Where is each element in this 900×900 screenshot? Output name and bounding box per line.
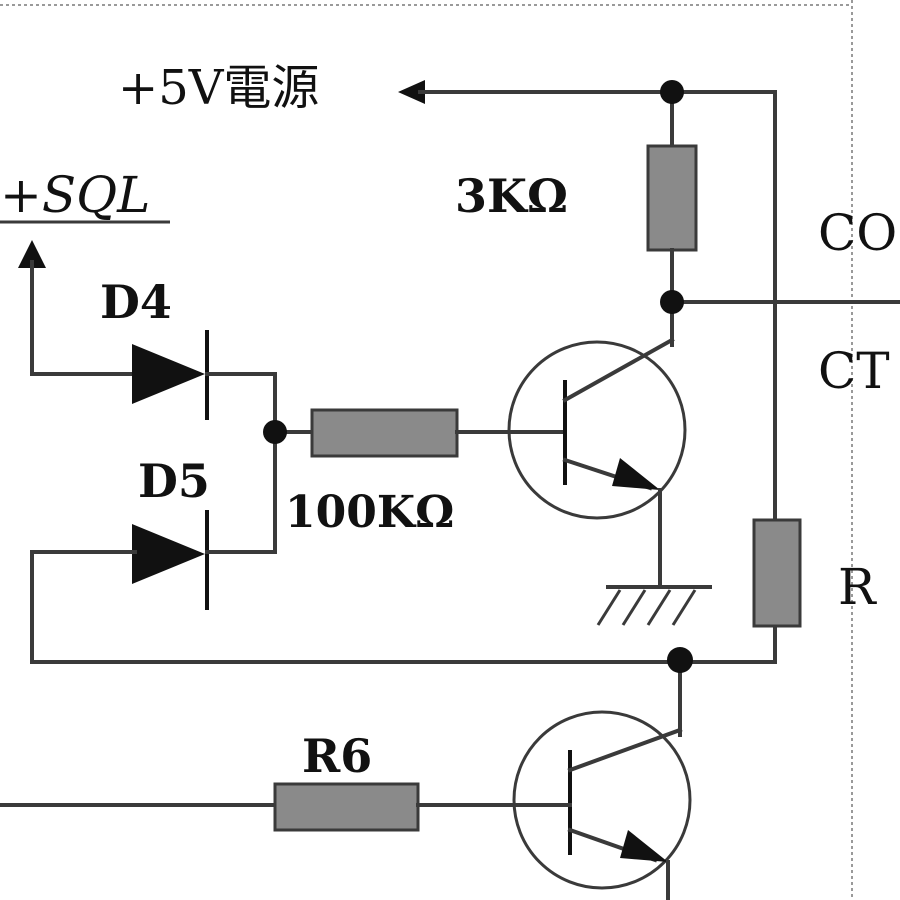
node-supply — [660, 80, 684, 104]
r-base-label: 100KΩ — [285, 487, 454, 538]
junction-nodes — [263, 80, 693, 673]
transistor-q1 — [507, 337, 687, 587]
node-bottom — [667, 647, 693, 673]
base-branch — [273, 408, 567, 458]
r-collector-label: 3KΩ — [455, 169, 568, 223]
collector-branch — [646, 90, 900, 347]
ct-label: CT — [818, 342, 890, 400]
r6-label: R6 — [302, 729, 372, 783]
sql-label: +SQL — [0, 166, 150, 224]
diode-d4 — [132, 330, 277, 554]
diode-d5 — [30, 510, 777, 664]
supply-arrow — [398, 80, 425, 104]
sql-input — [0, 220, 170, 376]
resistor-3k — [646, 144, 698, 252]
d4-label: D4 — [100, 275, 172, 329]
node-base — [263, 420, 287, 444]
resistor-r6 — [273, 782, 420, 832]
emitter-arrow — [612, 458, 660, 490]
emitter-arrow-2 — [620, 830, 668, 862]
power-label: +5V電源 — [118, 60, 319, 116]
co-label: CO — [818, 204, 897, 262]
transistor-q2 — [512, 660, 692, 900]
sql-arrow — [18, 240, 46, 268]
d5-label: D5 — [138, 454, 210, 508]
ground-symbol — [596, 585, 712, 626]
resistor-r — [752, 518, 802, 628]
supply-rail — [398, 80, 777, 664]
r6-branch — [0, 782, 572, 832]
node-collector — [660, 290, 684, 314]
r-right-label: R — [838, 558, 877, 616]
resistor-100k — [310, 408, 459, 458]
